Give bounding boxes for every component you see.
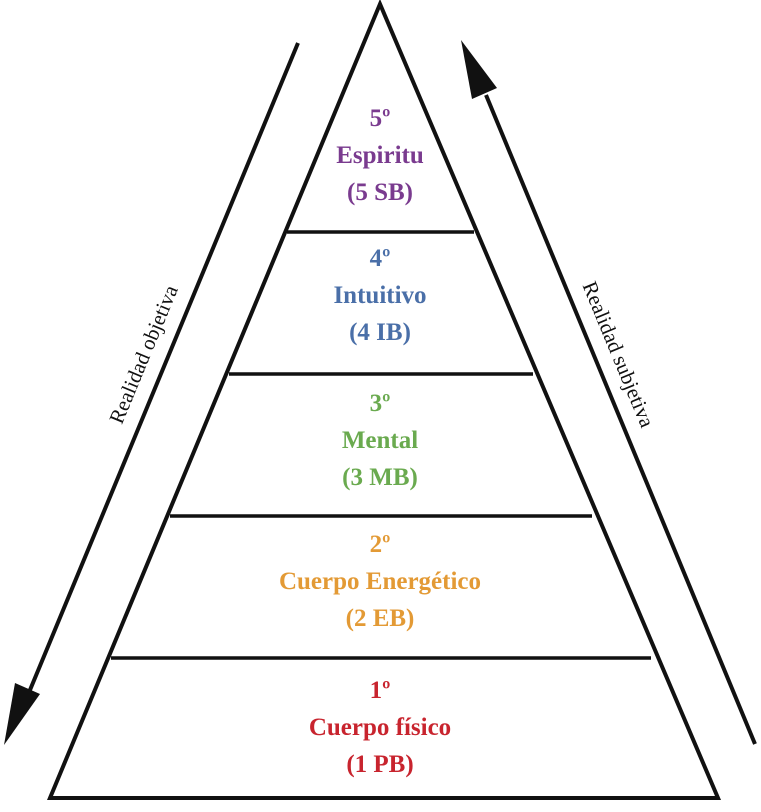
- pyramid-outline: [47, 0, 722, 800]
- right-arrow-up-icon: [461, 40, 757, 745]
- level-2-name: Cuerpo Energético: [279, 568, 481, 595]
- right-arrow-label: Realidad subjetiva: [578, 278, 660, 432]
- level-5-rank: 5º: [370, 105, 391, 132]
- level-3-code: (3 MB): [342, 464, 418, 491]
- level-3-rank: 3º: [370, 390, 391, 417]
- level-1-code: (1 PB): [346, 751, 413, 778]
- level-4-name: Intuitivo: [333, 282, 426, 309]
- level-2-rank: 2º: [370, 531, 391, 558]
- left-arrow-down-icon: [4, 42, 300, 745]
- level-1-name: Cuerpo físico: [309, 714, 451, 741]
- level-5-code: (5 SB): [347, 179, 413, 206]
- level-4: 4º Intuitivo (4 IB): [333, 245, 426, 346]
- level-2: 2º Cuerpo Energético (2 EB): [279, 531, 481, 632]
- level-4-rank: 4º: [370, 245, 391, 272]
- level-1-rank: 1º: [370, 677, 391, 704]
- level-5-name: Espiritu: [336, 142, 424, 169]
- level-2-code: (2 EB): [346, 605, 415, 632]
- level-3-name: Mental: [342, 427, 418, 454]
- level-1: 1º Cuerpo físico (1 PB): [309, 677, 451, 778]
- level-4-code: (4 IB): [349, 319, 411, 346]
- level-3: 3º Mental (3 MB): [342, 390, 418, 491]
- level-5: 5º Espiritu (5 SB): [336, 105, 424, 206]
